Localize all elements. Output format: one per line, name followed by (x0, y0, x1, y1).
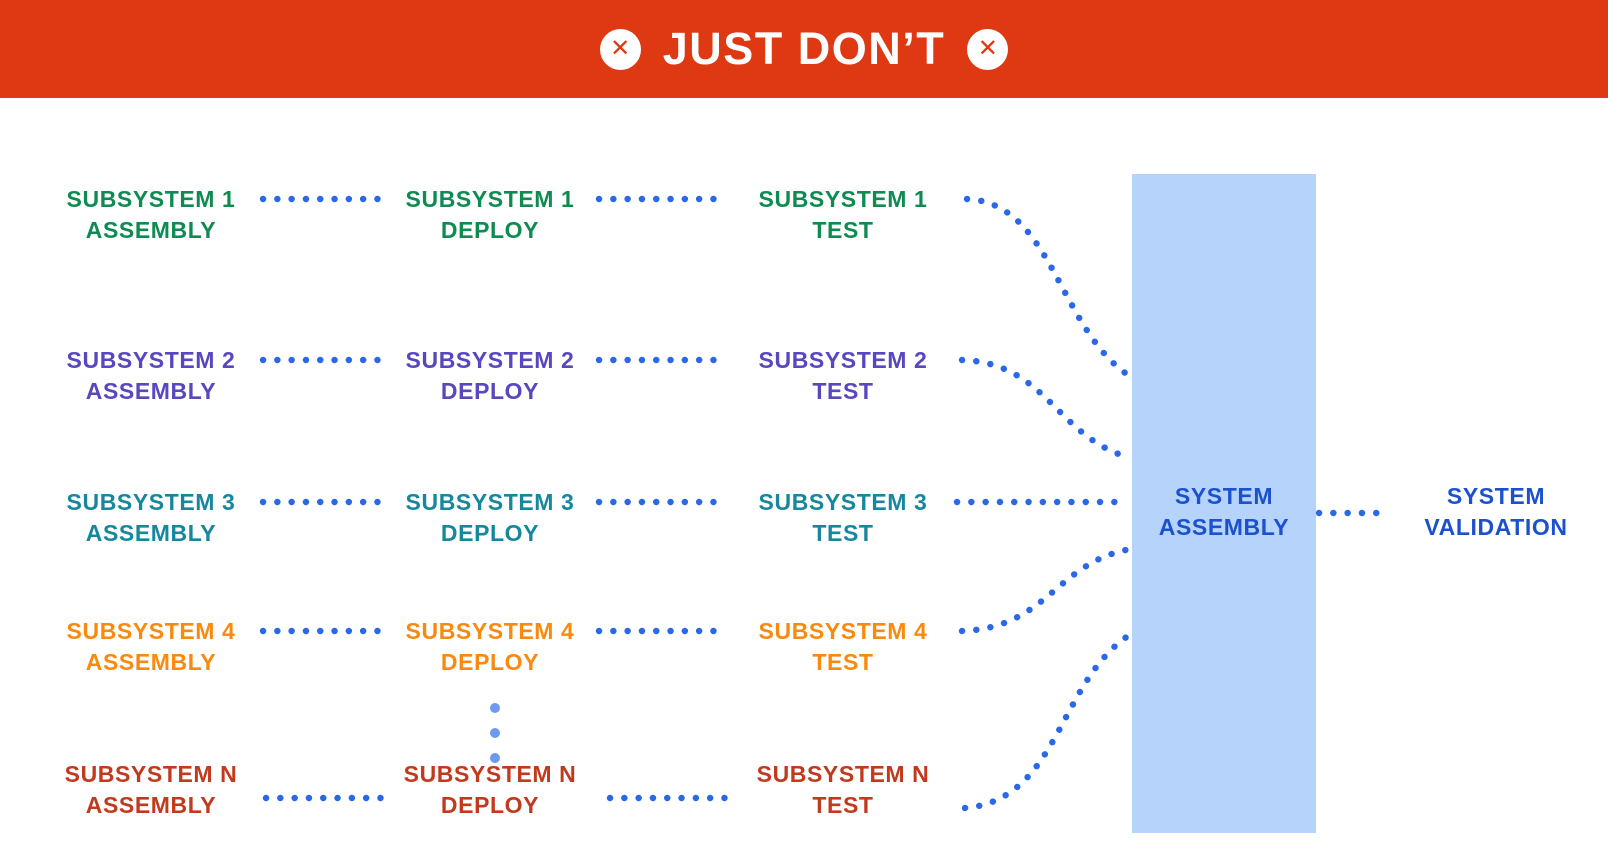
subsystem-4-test-label: SUBSYSTEM 4 TEST (759, 616, 928, 678)
banner: ✕ JUST DON’T ✕ (0, 0, 1608, 98)
subsystem-3-deploy-label: SUBSYSTEM 3 DEPLOY (406, 487, 575, 549)
subsystem-stage: DEPLOY (440, 519, 540, 546)
subsystem-4-assembly-label: SUBSYSTEM 4 ASSEMBLY (67, 616, 236, 678)
subsystem-1-deploy-label: SUBSYSTEM 1 DEPLOY (406, 184, 575, 246)
subsystem-name: SUBSYSTEM 4 (405, 617, 575, 644)
subsystem-1-assembly-label: SUBSYSTEM 1 ASSEMBLY (67, 184, 236, 246)
subsystem-name: SUBSYSTEM 1 (66, 185, 236, 212)
subsystem-name: SUBSYSTEM N (64, 760, 238, 787)
system-assembly-label: SYSTEM ASSEMBLY (1159, 481, 1289, 543)
system-validation-label: SYSTEM VALIDATION (1424, 481, 1567, 543)
subsystem-4-deploy-label: SUBSYSTEM 4 DEPLOY (406, 616, 575, 678)
subsystem-stage: ASSEMBLY (85, 377, 217, 404)
subsystem-stage: TEST (812, 519, 874, 546)
subsystem-stage: ASSEMBLY (85, 791, 217, 818)
crossed-circle-icon: ✕ (967, 28, 1009, 70)
subsystem-stage: TEST (812, 216, 874, 243)
vertical-ellipsis (490, 703, 500, 763)
subsystem-stage: DEPLOY (440, 648, 540, 675)
subsystem-name: SUBSYSTEM 2 (758, 346, 928, 373)
subsystem-name: SUBSYSTEM 2 (405, 346, 575, 373)
subsystem-name: SUBSYSTEM 1 (758, 185, 928, 212)
subsystem-2-assembly-label: SUBSYSTEM 2 ASSEMBLY (67, 345, 236, 407)
subsystem-name: SUBSYSTEM 3 (66, 488, 236, 515)
subsystem-name: SUBSYSTEM 1 (405, 185, 575, 212)
subsystem-stage: TEST (812, 791, 874, 818)
subsystem-stage: DEPLOY (440, 377, 540, 404)
subsystem-stage: DEPLOY (440, 216, 540, 243)
subsystem-name: SUBSYSTEM 2 (66, 346, 236, 373)
subsystem-name: SUBSYSTEM N (403, 760, 577, 787)
subsystem-name: SUBSYSTEM 3 (405, 488, 575, 515)
subsystem-stage: TEST (812, 377, 874, 404)
subsystem-stage: ASSEMBLY (85, 216, 217, 243)
subsystem-5-test-label: SUBSYSTEM N TEST (757, 759, 930, 821)
system-assembly-line1: SYSTEM (1174, 483, 1274, 509)
subsystem-3-test-label: SUBSYSTEM 3 TEST (759, 487, 928, 549)
subsystem-3-assembly-label: SUBSYSTEM 3 ASSEMBLY (67, 487, 236, 549)
subsystem-1-test-label: SUBSYSTEM 1 TEST (759, 184, 928, 246)
subsystem-stage: ASSEMBLY (85, 648, 217, 675)
subsystem-2-deploy-label: SUBSYSTEM 2 DEPLOY (406, 345, 575, 407)
subsystem-5-assembly-label: SUBSYSTEM N ASSEMBLY (65, 759, 238, 821)
subsystem-name: SUBSYSTEM 4 (758, 617, 928, 644)
subsystem-2-test-label: SUBSYSTEM 2 TEST (759, 345, 928, 407)
crossed-circle-icon: ✕ (599, 28, 641, 70)
system-assembly-box (1132, 174, 1316, 833)
system-validation-line2: VALIDATION (1424, 514, 1568, 540)
subsystem-name: SUBSYSTEM 3 (758, 488, 928, 515)
subsystem-stage: ASSEMBLY (85, 519, 217, 546)
banner-title: JUST DON’T (662, 23, 946, 74)
subsystem-name: SUBSYSTEM 4 (66, 617, 236, 644)
subsystem-stage: TEST (812, 648, 874, 675)
subsystem-5-deploy-label: SUBSYSTEM N DEPLOY (404, 759, 577, 821)
system-assembly-line2: ASSEMBLY (1158, 514, 1290, 540)
system-validation-line1: SYSTEM (1446, 483, 1546, 509)
subsystem-name: SUBSYSTEM N (756, 760, 930, 787)
subsystem-stage: DEPLOY (440, 791, 540, 818)
